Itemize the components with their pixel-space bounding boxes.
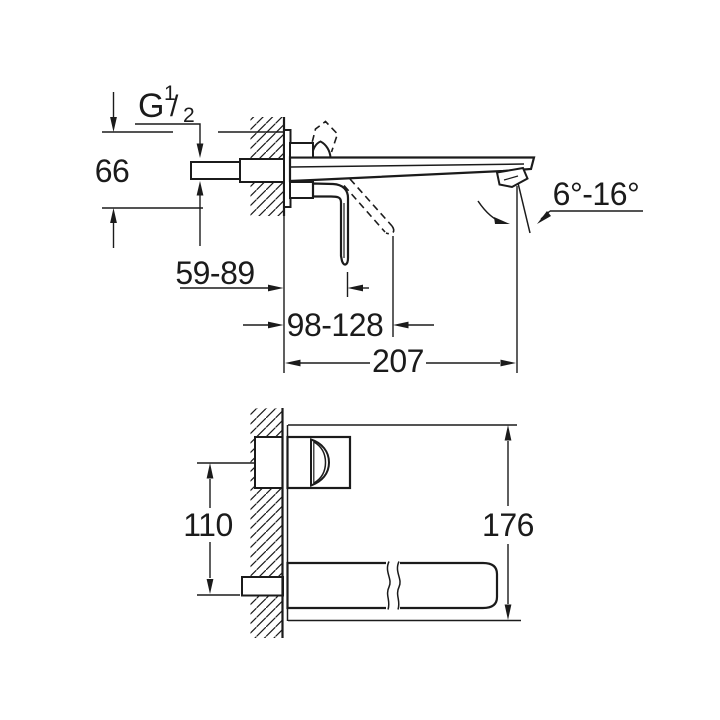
thread-fraction-numerator: 1 [164, 82, 176, 105]
spout-front [286, 560, 499, 612]
dim-spout-projection: 207 [285, 186, 518, 379]
lever-open-tip-arc [385, 225, 395, 235]
arrowhead [110, 208, 117, 223]
dim-spout-angle: 6°-16° [477, 176, 643, 234]
thread-fraction-slash: / [170, 90, 179, 123]
arrowhead [393, 321, 409, 329]
cartridge-dome [310, 140, 332, 159]
lever-closed [311, 182, 350, 266]
break-wave-left [386, 561, 391, 610]
lever-open-edge-upper [349, 178, 393, 227]
arrowhead [494, 217, 510, 224]
lever-outline [311, 182, 350, 266]
dim-center-distance: 110 [183, 462, 255, 596]
dim-lever-closed-projection: 59-89 [175, 255, 369, 297]
arrowhead [206, 463, 214, 479]
inwall-spout-stub [241, 576, 284, 597]
dim-lever-open-projection: 98-128 [243, 236, 434, 343]
lever-knob-inner-arc [313, 441, 327, 484]
thread-fraction-denominator: 2 [183, 104, 195, 127]
dim-overall-height: 176 [288, 424, 534, 622]
thread-label-underline [135, 123, 201, 146]
arrowhead [206, 579, 214, 594]
wall-section-front [241, 408, 289, 638]
thread-size-annotation: G 1 / 2 [135, 82, 204, 246]
arrowhead [347, 284, 363, 292]
arrowhead [500, 359, 516, 367]
upper-mount-block [289, 142, 314, 159]
thread-arrowhead-down [196, 143, 204, 158]
inlet-pipe [190, 158, 285, 183]
pipe-nipple [190, 161, 241, 180]
front-view: 110 176 [183, 408, 534, 638]
faucet-body-side [288, 120, 536, 199]
side-view: G 1 / 2 66 59-89 [95, 82, 643, 379]
lever-open-edge-lower [343, 184, 386, 233]
dim-59-89-label: 59-89 [175, 255, 254, 291]
lower-mount-block [289, 181, 314, 199]
spout-inner-line [290, 163, 525, 168]
arrowhead [504, 604, 512, 620]
arrowhead [537, 211, 551, 224]
wall-section-side [250, 117, 286, 373]
lever-knob-outer-arc [310, 438, 331, 487]
arrowhead [110, 117, 117, 132]
arrowhead [504, 425, 512, 441]
arrowhead [268, 321, 284, 329]
arrowhead [268, 284, 284, 292]
dim-176-label: 176 [482, 507, 534, 543]
dim-plate-height: 66 [95, 92, 284, 248]
lever-open-dashed [343, 178, 395, 235]
handle-escutcheon-front [286, 435, 352, 490]
lever-up-dashed-outline [308, 120, 339, 154]
arrowhead [285, 359, 301, 367]
aerator-inner-line [503, 175, 519, 181]
dim-110-label: 110 [183, 507, 233, 543]
break-wave-right [396, 561, 401, 610]
thread-arrowhead-up [196, 181, 204, 196]
angle-reference-slant-line [517, 182, 531, 234]
break-gap-mask [386, 560, 400, 612]
inwall-valve-body [254, 436, 284, 489]
dim-98-128-label: 98-128 [287, 307, 384, 343]
dim-66-label: 66 [95, 153, 130, 189]
dim-207-label: 207 [372, 343, 424, 379]
thread-letter: G [138, 87, 164, 125]
threaded-fitting [239, 158, 285, 183]
dim-angle-label: 6°-16° [553, 176, 640, 212]
